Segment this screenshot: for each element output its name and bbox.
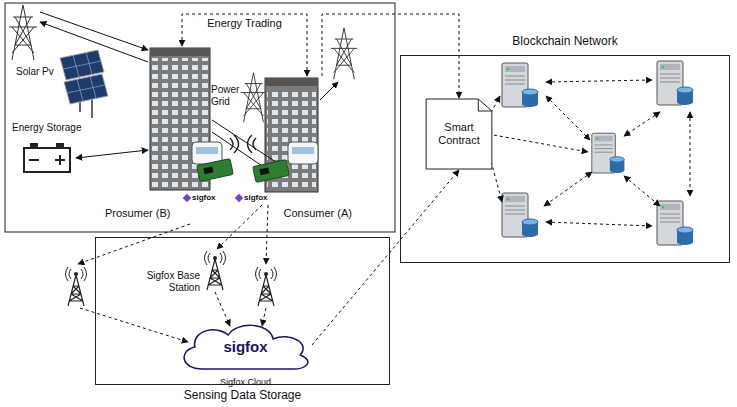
backhaul-link xyxy=(215,292,230,326)
storage-flow xyxy=(76,150,148,158)
peer-link xyxy=(624,112,660,136)
server xyxy=(592,133,625,173)
backhaul-link xyxy=(80,308,188,342)
panel-title: Blockchain Network xyxy=(400,35,730,49)
base-station xyxy=(66,267,87,306)
dashed-connector xyxy=(312,170,459,345)
logo-label: sigfox xyxy=(244,193,268,202)
node-label: Consumer (A) xyxy=(284,207,352,220)
energy-panel xyxy=(5,3,395,232)
sigfox-icon xyxy=(235,194,243,202)
logo-text: sigfox xyxy=(175,338,316,355)
battery-terminal xyxy=(30,143,38,148)
device-chip xyxy=(203,167,213,175)
radio-link xyxy=(266,205,268,264)
dashed-connector xyxy=(182,14,307,76)
document-fold xyxy=(478,99,492,111)
smart-meter xyxy=(288,142,318,164)
component-label: Energy Storage xyxy=(12,122,82,134)
solar-grid xyxy=(63,52,105,101)
power-pylon xyxy=(241,73,266,123)
node-label: Smart Contract xyxy=(425,121,493,146)
server xyxy=(502,63,538,107)
dashed-connector xyxy=(322,14,459,98)
component-label: Sigfox Base Station xyxy=(136,270,200,293)
battery-signs xyxy=(29,155,65,165)
sigfox-device xyxy=(253,160,290,183)
meter-display xyxy=(196,147,218,154)
panel-title: Sensing Data Storage xyxy=(95,389,390,403)
battery-terminal xyxy=(56,143,64,148)
server xyxy=(657,201,693,245)
document-node: Smart Contract xyxy=(425,98,493,170)
power-line xyxy=(40,22,148,62)
radio-waves xyxy=(248,135,257,153)
battery xyxy=(24,143,70,172)
node-caption: Sigfox Cloud xyxy=(175,377,316,387)
base-station xyxy=(256,267,277,306)
peer-link xyxy=(690,112,691,196)
battery-body xyxy=(24,148,70,172)
backhaul-link xyxy=(262,308,266,326)
power-pylon xyxy=(9,5,37,60)
node-label: Prosumer (B) xyxy=(105,207,170,220)
smart-meter xyxy=(192,142,222,164)
sigfox-device xyxy=(197,159,234,182)
building-roof xyxy=(265,78,318,86)
base-station xyxy=(205,251,226,290)
edge-label: Energy Trading xyxy=(204,17,285,30)
solar-panel xyxy=(60,50,108,118)
power-pylon xyxy=(331,28,357,79)
radio-link xyxy=(217,205,262,249)
radio-waves xyxy=(230,135,239,153)
power-line xyxy=(320,82,338,100)
panel: Sensing Data Storage sigfoxSigfox Cloud xyxy=(95,237,390,403)
peer-link xyxy=(546,96,590,140)
peer-link xyxy=(546,80,652,82)
power-line xyxy=(40,12,148,50)
peer-link xyxy=(624,176,660,206)
peer-link xyxy=(544,172,592,206)
server xyxy=(657,61,693,105)
logo-label: sigfox xyxy=(192,193,216,202)
sigfox-icon xyxy=(183,194,191,202)
component-label: Solar Pv xyxy=(16,66,54,78)
contract-link xyxy=(488,134,588,152)
cloud-node: sigfoxSigfox Cloud xyxy=(175,321,316,387)
component-label: Power Grid xyxy=(211,84,239,107)
peer-link xyxy=(546,222,652,226)
building-roof xyxy=(150,48,210,56)
server xyxy=(502,193,538,237)
panel: Blockchain NetworkSmart Contract xyxy=(400,30,730,263)
building-node: Consumer (A) xyxy=(262,76,352,220)
device-chip xyxy=(259,168,269,176)
meter-display xyxy=(292,147,314,154)
